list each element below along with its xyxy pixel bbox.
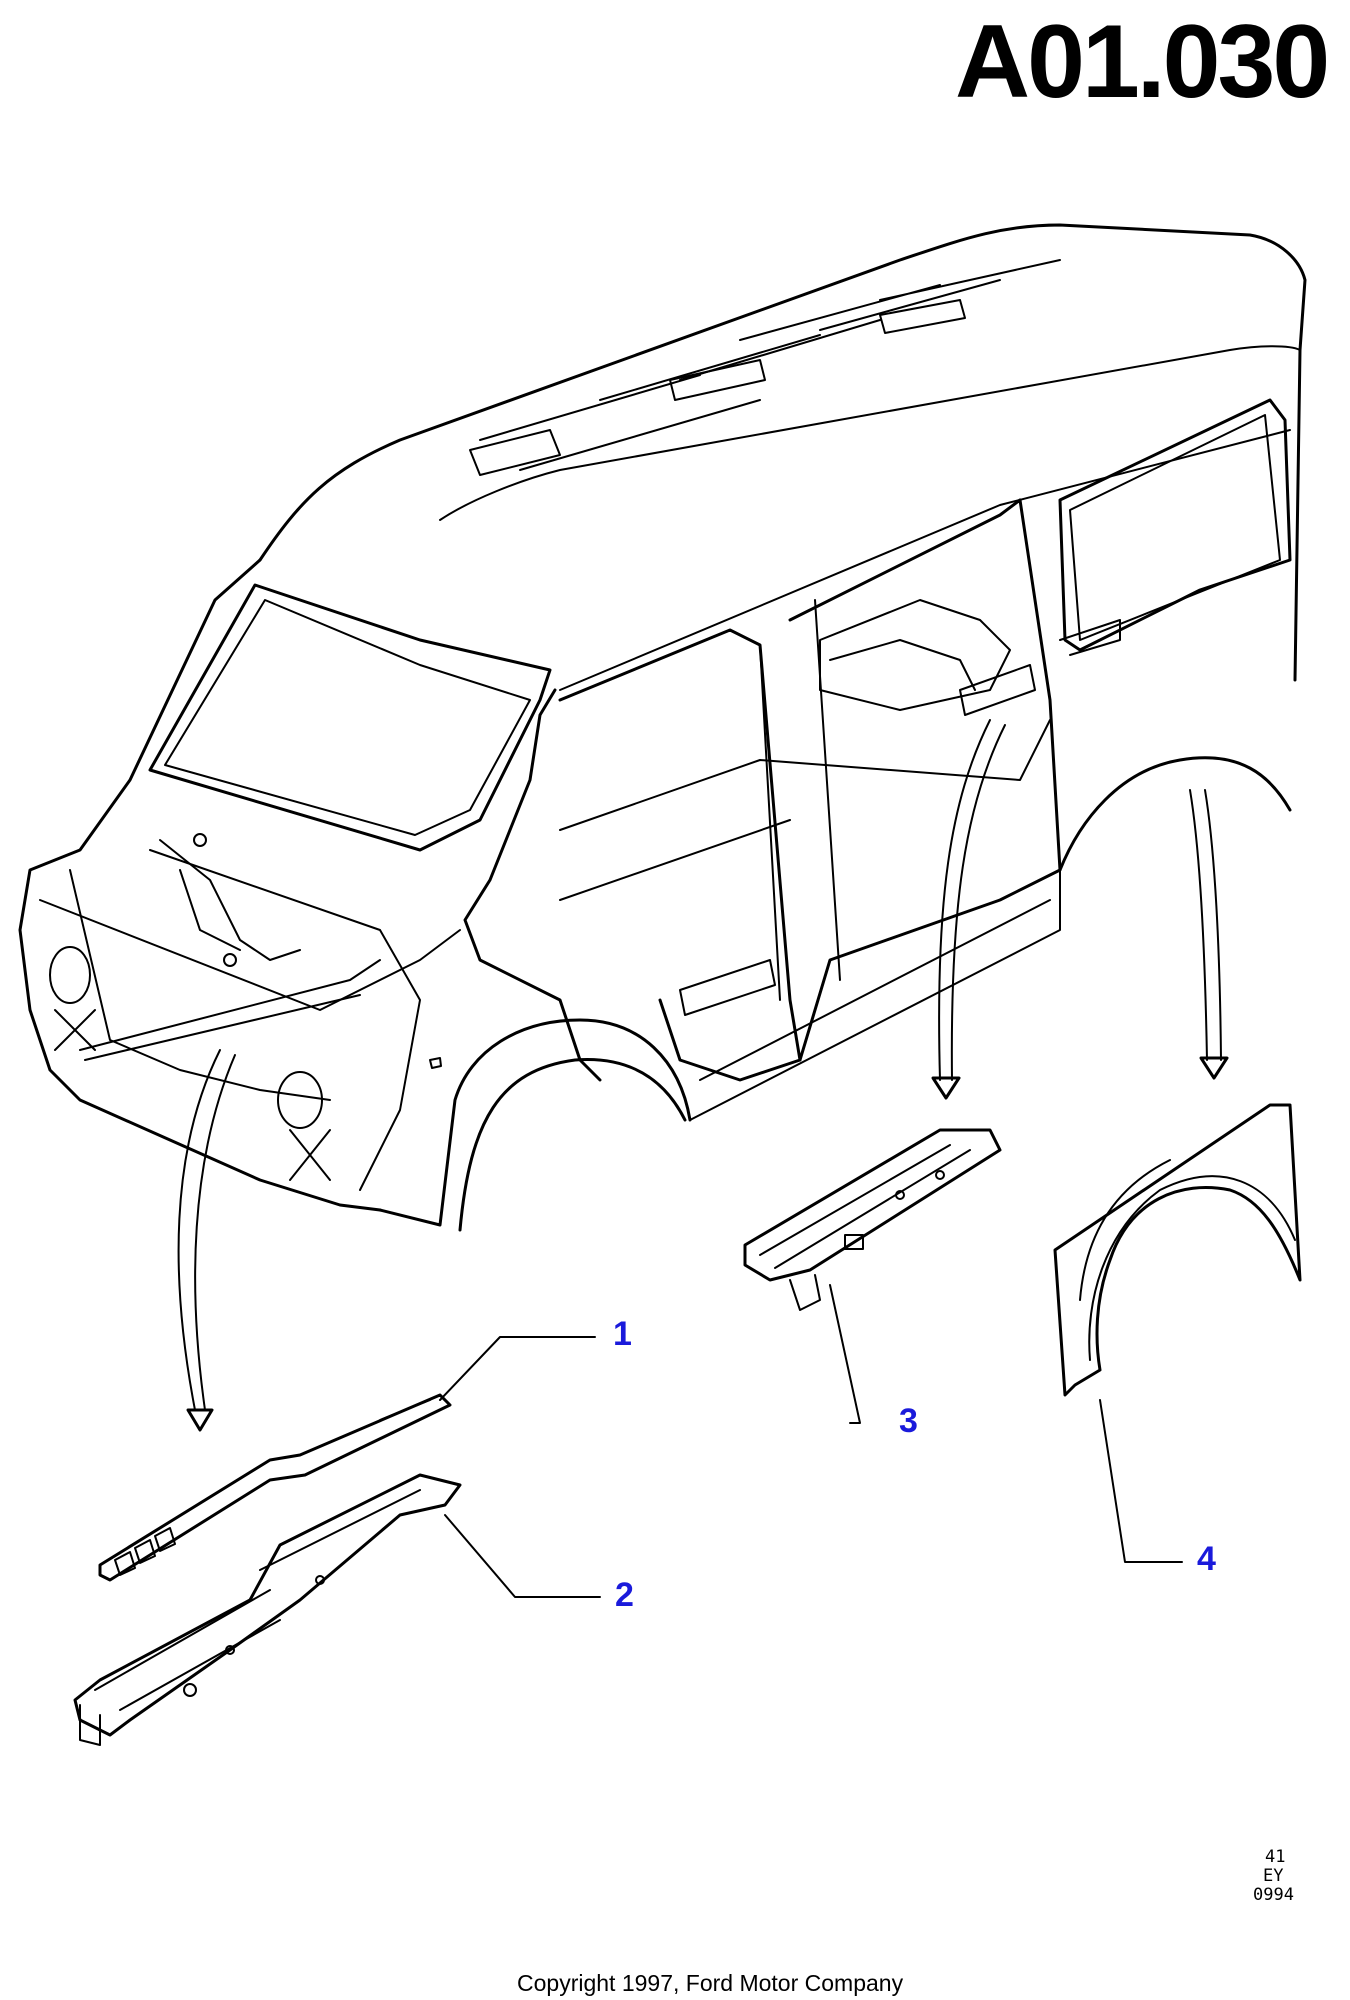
arrow-to-part-3 (931, 719, 1006, 1100)
callout-1[interactable]: 1 (613, 1315, 632, 1353)
callout-3[interactable]: 3 (899, 1402, 918, 1440)
part-2-chassis-member (73, 1473, 462, 1746)
arrow-to-part-1-2 (177, 1049, 236, 1432)
leader-lines (439, 1284, 1183, 1598)
stamp-line-3: 0994 (1253, 1885, 1294, 1905)
part-4-wheelarch-panel (1053, 1103, 1302, 1397)
copyright-notice: Copyright 1997, Ford Motor Company (517, 1970, 904, 1996)
stamp-line-1: 41 (1265, 1847, 1285, 1867)
van-body-illustration (18, 223, 1307, 1232)
arrow-to-part-4 (1189, 789, 1229, 1080)
stamp-line-2: EY (1263, 1866, 1283, 1886)
diagram-code: A01.030 (955, 4, 1327, 120)
callout-4[interactable]: 4 (1197, 1540, 1216, 1578)
callout-2[interactable]: 2 (615, 1576, 634, 1614)
part-1-rail-plate (98, 1393, 452, 1582)
part-3-sill-member (743, 1128, 1002, 1311)
